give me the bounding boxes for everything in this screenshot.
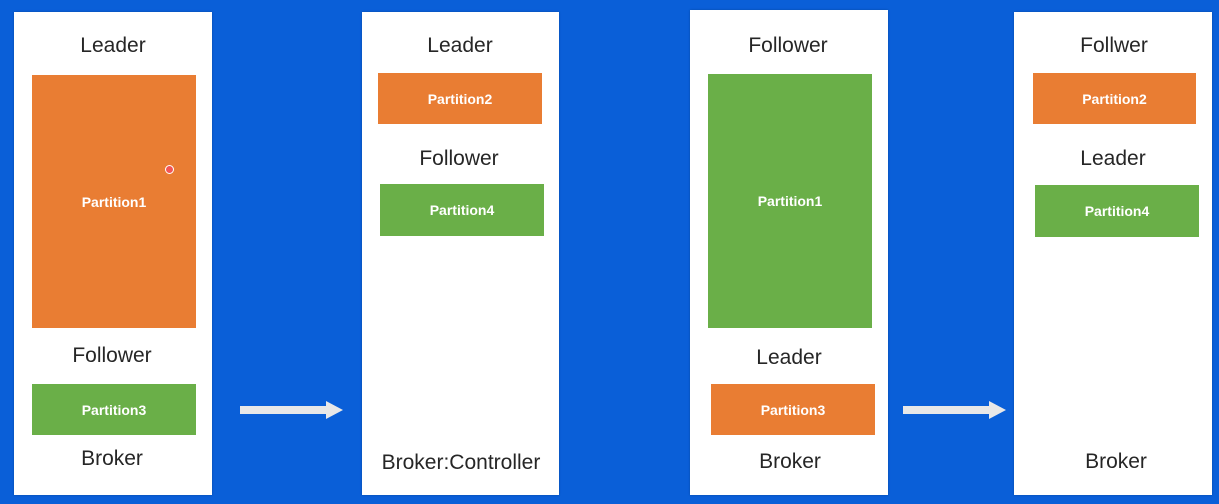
partition-box: Partition1 [708,74,872,328]
role-label-follower: Follower [419,147,499,170]
role-label-leader: Leader [1080,147,1146,170]
right-arrow-icon [240,401,343,419]
partition-box: Partition3 [32,384,196,435]
role-label-leader: Leader [80,34,146,57]
broker-label: Broker [759,450,821,473]
watermark: @稀土掘金技术社区 [1048,474,1211,494]
role-label-follower: Follower [748,34,828,57]
broker-panel-2: Leader Partition2 Follower Partition4 Br… [362,12,559,495]
partition-box: Partition4 [380,184,544,236]
partition-box: Partition3 [711,384,875,435]
cursor-dot [165,165,174,174]
right-arrow-icon [903,401,1006,419]
broker-label: Broker [1085,450,1147,473]
broker-panel-3: Follower Partition1 Leader Partition3 Br… [690,10,888,495]
role-label-follower: Follwer [1080,34,1148,57]
role-label-leader: Leader [756,346,822,369]
broker-panel-4: Follwer Partition2 Leader Partition4 Bro… [1014,12,1212,495]
partition-box: Partition1 [32,75,196,328]
broker-label: Broker [81,447,143,470]
role-label-follower: Follower [72,344,152,367]
partition-box: Partition2 [378,73,542,124]
broker-panel-1: Leader Partition1 Follower Partition3 Br… [14,12,212,495]
broker-label: Broker:Controller [381,451,541,474]
partition-box: Partition4 [1035,185,1199,237]
partition-box: Partition2 [1033,73,1196,124]
role-label-leader: Leader [427,34,493,57]
